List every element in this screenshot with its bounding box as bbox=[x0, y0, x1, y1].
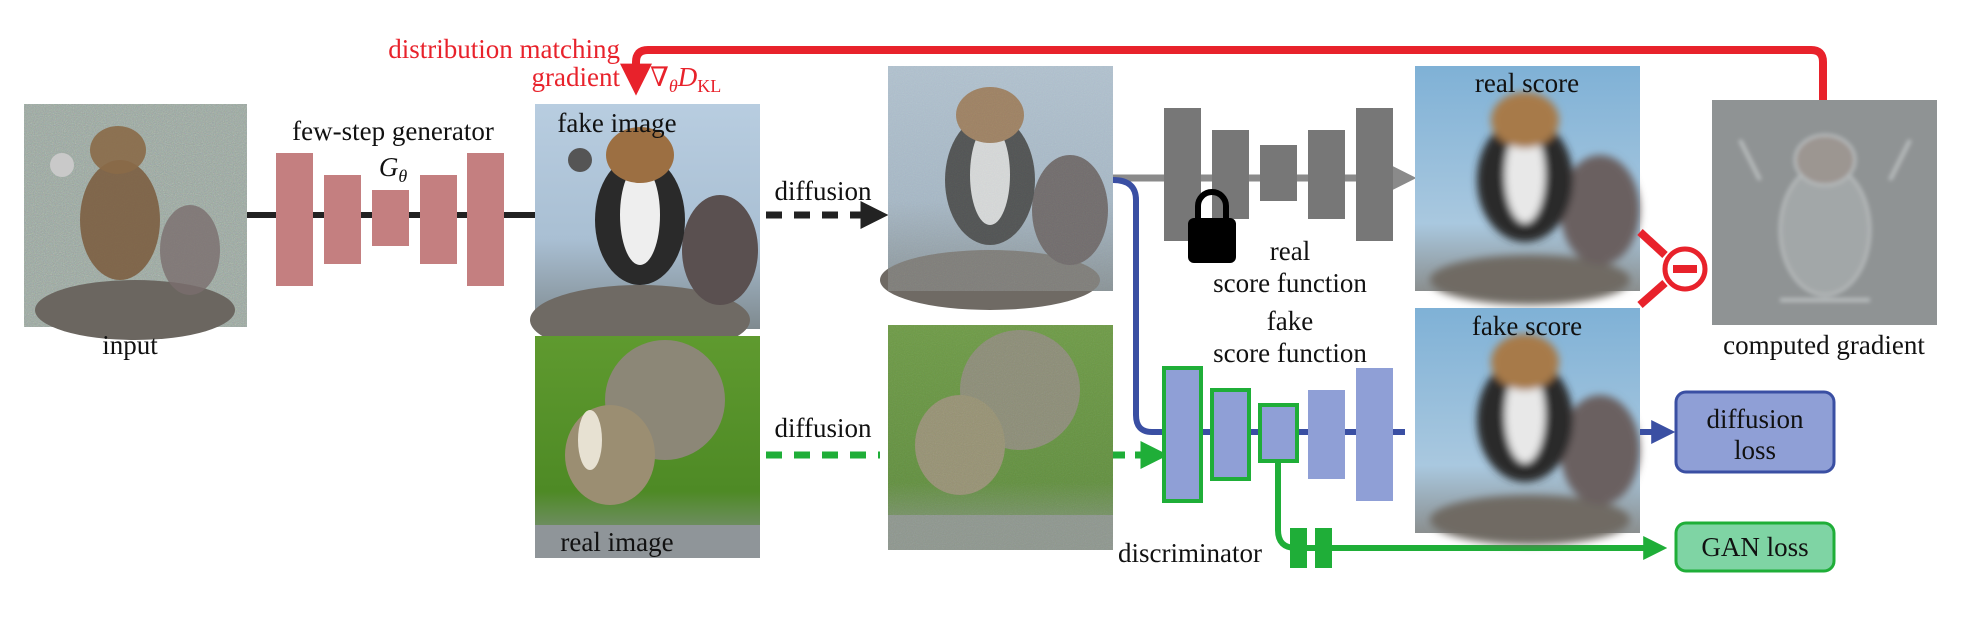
noisy-fake-image bbox=[880, 66, 1113, 310]
diffusion-loss-box bbox=[1674, 390, 1836, 474]
diffusion-loss-line1: diffusion bbox=[1706, 404, 1804, 434]
gan-loss-box bbox=[1674, 521, 1836, 573]
generator-label: few-step generator bbox=[292, 116, 494, 146]
real-score-network bbox=[1164, 108, 1393, 241]
fake-score-fn-line1: fake bbox=[1267, 306, 1313, 336]
generator-symbol: Gθ bbox=[379, 152, 408, 186]
lock-icon bbox=[1188, 189, 1236, 263]
minus-operator-icon bbox=[1662, 246, 1708, 292]
input-image bbox=[24, 104, 247, 340]
discriminator-label: discriminator bbox=[1118, 538, 1262, 568]
fake-score-to-subtract bbox=[1637, 279, 1668, 309]
generator-network bbox=[276, 153, 504, 286]
real-score-to-subtract bbox=[1637, 229, 1668, 258]
dm-gradient-label-line2: gradient bbox=[532, 62, 621, 92]
diffusion-loss-line2: loss bbox=[1734, 435, 1776, 465]
fake-image bbox=[530, 104, 760, 355]
fake-score-label: fake score bbox=[1472, 311, 1582, 341]
input-label: input bbox=[102, 330, 158, 360]
fake-score-image bbox=[1415, 308, 1640, 545]
gan-loss-label: GAN loss bbox=[1701, 532, 1808, 562]
diffusion-label-top: diffusion bbox=[774, 176, 872, 206]
noisy-real-image bbox=[888, 325, 1113, 550]
real-score-label: real score bbox=[1475, 68, 1579, 98]
diffusion-label-bottom: diffusion bbox=[774, 413, 872, 443]
grad-kl-formula: ∇θDKL bbox=[650, 62, 721, 96]
real-image-label: real image bbox=[560, 527, 673, 557]
dm-gradient-label-line1: distribution matching bbox=[388, 34, 620, 64]
fake-score-fn-line2: score function bbox=[1213, 338, 1367, 368]
fake-score-network bbox=[1162, 366, 1393, 503]
computed-gradient-image bbox=[1712, 100, 1937, 325]
real-score-fn-line2: score function bbox=[1213, 268, 1367, 298]
computed-gradient-label: computed gradient bbox=[1723, 330, 1925, 360]
real-image bbox=[535, 336, 760, 558]
fake-path-line bbox=[1112, 177, 1405, 435]
distribution-matching-gradient-arrow bbox=[620, 46, 1827, 100]
real-score-image bbox=[1415, 66, 1640, 305]
discriminator-head bbox=[1290, 528, 1332, 568]
real-score-fn-line1: real bbox=[1270, 236, 1310, 266]
fake-image-label: fake image bbox=[557, 108, 676, 138]
